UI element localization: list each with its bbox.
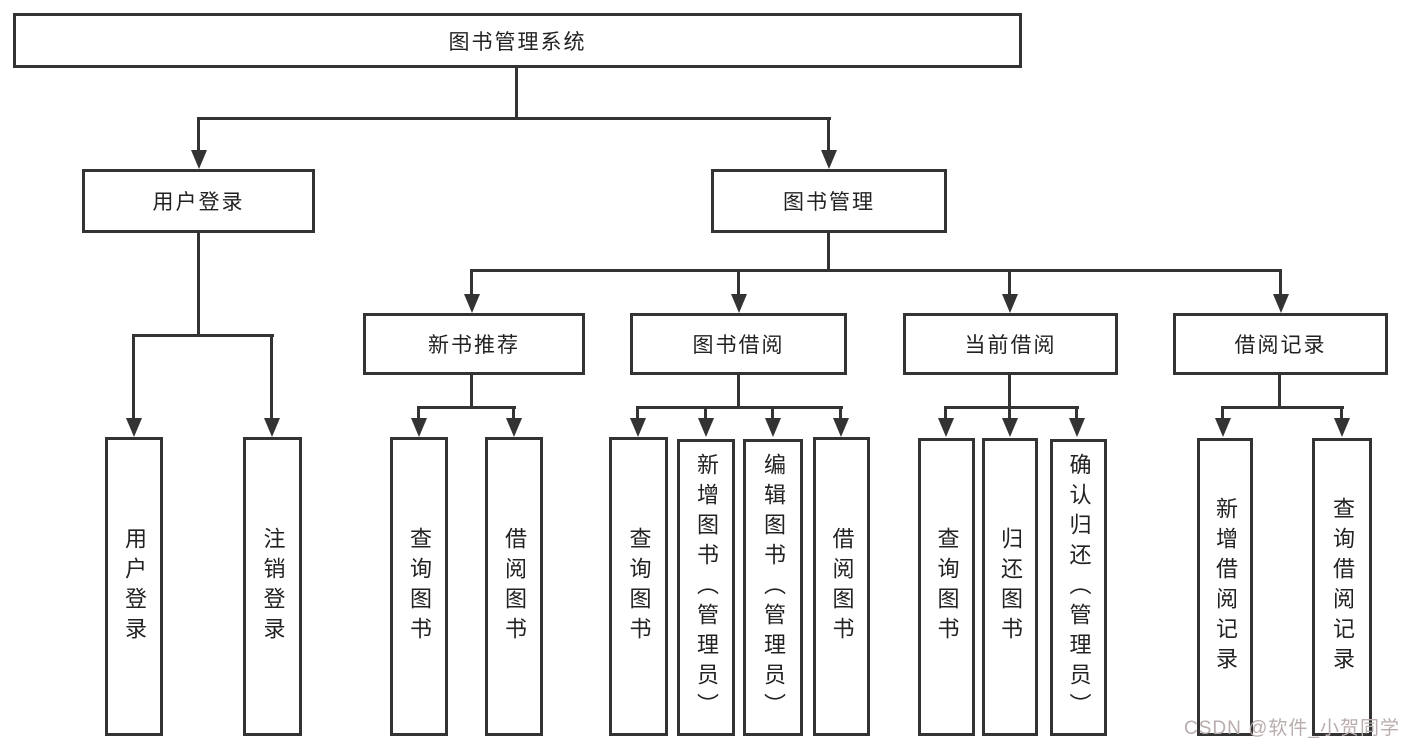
node-label-new-book-recommend: 新书推荐 xyxy=(428,334,520,357)
arrow-down-icon xyxy=(833,418,849,437)
leaf-label-confirm-return-admin: 确认归还（管理员） xyxy=(1066,452,1092,723)
leaf-label-query-book-2: 查询图书 xyxy=(626,526,652,647)
node-label-borrow-record: 借阅记录 xyxy=(1234,334,1327,357)
arrow-down-icon xyxy=(698,418,714,437)
connector-vline xyxy=(470,375,473,408)
leaf-box-query-book-3: 查询图书 xyxy=(918,438,975,736)
arrow-down-icon xyxy=(1069,418,1085,437)
node-label-current-borrow: 当前借阅 xyxy=(964,334,1057,357)
leaf-box-return-book: 归还图书 xyxy=(982,438,1038,736)
arrow-down-icon xyxy=(1002,418,1018,437)
connector-vline xyxy=(1008,408,1011,419)
node-label-book-management: 图书管理 xyxy=(783,191,875,214)
node-box-book-borrow: 图书借阅 xyxy=(630,313,847,375)
connector-vline xyxy=(1221,408,1224,419)
leaf-box-logout: 注销登录 xyxy=(243,437,302,736)
arrow-down-icon xyxy=(264,418,280,437)
node-box-borrow-record: 借阅记录 xyxy=(1173,313,1388,375)
connector-vline xyxy=(417,408,420,419)
connector-vline xyxy=(737,272,740,295)
arrow-down-icon xyxy=(938,418,954,437)
leaf-box-edit-book-admin: 编辑图书（管理员） xyxy=(743,439,803,736)
connector-vline xyxy=(132,336,135,420)
node-label-user-login: 用户登录 xyxy=(152,191,245,214)
arrow-down-icon xyxy=(126,418,142,437)
connector-hline xyxy=(417,406,516,409)
leaf-box-add-borrow-record: 新增借阅记录 xyxy=(1197,438,1253,736)
connector-vline xyxy=(827,233,830,271)
connector-vline xyxy=(771,408,774,419)
arrow-down-icon xyxy=(821,150,837,169)
connector-hline xyxy=(132,334,274,337)
arrow-down-icon xyxy=(1334,418,1350,437)
node-box-new-book-recommend: 新书推荐 xyxy=(363,313,585,375)
leaf-label-add-book-admin: 新增图书（管理员） xyxy=(694,452,719,723)
connector-vline xyxy=(470,272,473,295)
leaf-label-user-login: 用户登录 xyxy=(122,526,147,647)
leaf-label-query-borrow-record: 查询借阅记录 xyxy=(1330,497,1355,677)
leaf-label-borrow-book-1: 借阅图书 xyxy=(502,526,527,647)
leaf-label-query-book-3: 查询图书 xyxy=(934,527,960,647)
connector-vline xyxy=(737,375,740,408)
arrow-down-icon xyxy=(731,294,747,313)
arrow-down-icon xyxy=(765,418,781,437)
leaf-label-add-borrow-record: 新增借阅记录 xyxy=(1213,497,1238,677)
node-box-user-login: 用户登录 xyxy=(82,169,315,233)
connector-hline xyxy=(197,117,831,120)
node-box-book-management: 图书管理 xyxy=(711,169,947,233)
arrow-down-icon xyxy=(411,418,427,437)
node-label-book-borrow: 图书借阅 xyxy=(692,334,785,357)
connector-hline xyxy=(636,406,843,409)
leaf-box-add-book-admin: 新增图书（管理员） xyxy=(677,439,735,736)
connector-vline xyxy=(1008,272,1011,295)
arrow-down-icon xyxy=(506,418,522,437)
leaf-label-query-book-1: 查询图书 xyxy=(407,526,432,647)
leaf-box-query-book-1: 查询图书 xyxy=(390,437,448,736)
leaf-label-edit-book-admin: 编辑图书（管理员） xyxy=(761,452,786,723)
connector-vline xyxy=(512,408,515,419)
arrow-down-icon xyxy=(1215,418,1231,437)
connector-vline xyxy=(270,336,273,420)
connector-vline xyxy=(197,233,200,336)
leaf-label-return-book: 归还图书 xyxy=(998,527,1023,647)
arrow-down-icon xyxy=(464,294,480,313)
leaf-label-borrow-book-2: 借阅图书 xyxy=(829,526,855,647)
connector-vline xyxy=(197,119,200,152)
arrow-down-icon xyxy=(1002,294,1018,313)
leaf-box-confirm-return-admin: 确认归还（管理员） xyxy=(1050,439,1107,736)
connector-vline xyxy=(1340,408,1343,419)
leaf-box-query-borrow-record: 查询借阅记录 xyxy=(1312,438,1372,736)
connector-vline xyxy=(944,408,947,419)
connector-vline xyxy=(1075,408,1078,419)
connector-vline xyxy=(1279,272,1282,295)
connector-vline xyxy=(704,408,707,419)
leaf-box-borrow-book-1: 借阅图书 xyxy=(485,437,543,736)
arrow-down-icon xyxy=(1273,294,1289,313)
node-box-system-root: 图书管理系统 xyxy=(13,13,1022,68)
node-label-system-root: 图书管理系统 xyxy=(448,30,587,54)
connector-vline xyxy=(827,119,830,152)
connector-vline xyxy=(1008,375,1011,408)
connector-vline xyxy=(636,408,639,419)
arrow-down-icon xyxy=(191,150,207,169)
connector-hline xyxy=(944,406,1079,409)
connector-vline xyxy=(515,68,518,119)
connector-vline xyxy=(1278,375,1281,408)
leaf-box-query-book-2: 查询图书 xyxy=(609,437,668,736)
csdn-watermark: CSDN @软件_小贺同学 xyxy=(1184,718,1400,739)
node-box-current-borrow: 当前借阅 xyxy=(903,313,1118,375)
connector-hline xyxy=(1221,406,1344,409)
connector-vline xyxy=(839,408,842,419)
connector-hline xyxy=(470,269,1282,272)
leaf-label-logout: 注销登录 xyxy=(260,526,286,647)
arrow-down-icon xyxy=(630,418,646,437)
leaf-box-borrow-book-2: 借阅图书 xyxy=(813,437,870,736)
leaf-box-user-login: 用户登录 xyxy=(105,437,163,736)
